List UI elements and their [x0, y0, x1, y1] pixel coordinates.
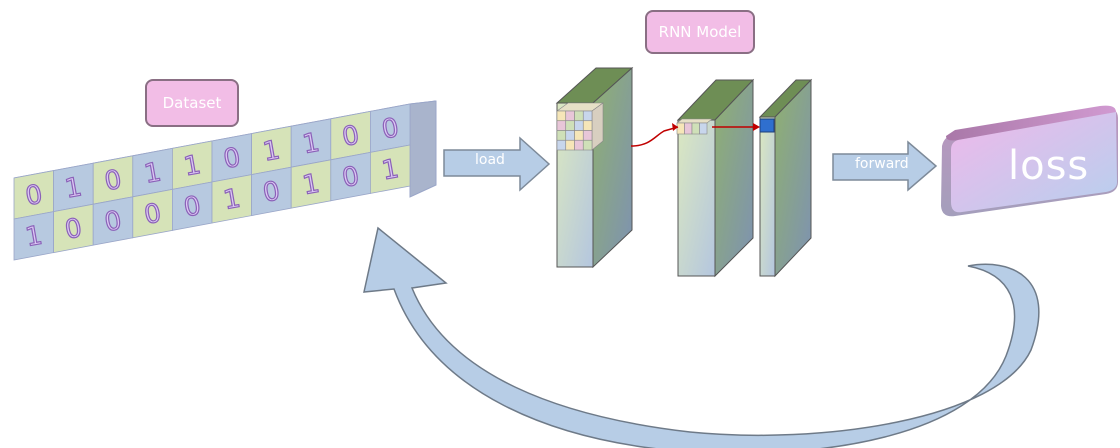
dataset-digit: 0 [63, 213, 85, 245]
hidden-kernel-cell [691, 122, 700, 135]
kernel-cell [574, 110, 584, 122]
load-label: load [475, 152, 505, 168]
kernel-cell [556, 110, 567, 122]
dataset-digit: 1 [221, 184, 243, 216]
dataset-digit: 1 [142, 157, 164, 189]
rnn-layer-1 [555, 66, 634, 269]
rnn-model [555, 66, 813, 278]
kernel-cell [582, 130, 593, 141]
kernel-cell [582, 110, 593, 122]
dataset-digit: 1 [300, 169, 322, 201]
kernel-cell [556, 139, 567, 151]
dataset-digit: 1 [300, 128, 322, 160]
input-kernel-grid [556, 102, 604, 151]
forward-arrow [832, 140, 938, 192]
dataset-right-face [409, 100, 437, 198]
rnn-layer-3 [758, 78, 813, 278]
loss-block [941, 105, 1118, 217]
hidden-kernel-cell [676, 122, 685, 135]
dataset-digit: 0 [142, 198, 164, 230]
hidden-kernel-cell [684, 122, 693, 135]
forward-label: forward [855, 156, 909, 172]
kernel-cell [565, 110, 575, 122]
rnn-layer-2 [676, 78, 755, 278]
dataset-digit: 1 [182, 150, 204, 182]
dataset-digit: 0 [340, 120, 362, 152]
backward-arrow [363, 226, 1040, 448]
kernel-cell [582, 139, 593, 151]
kernel-cell [565, 130, 575, 141]
rnn-model-label: RNN Model [645, 10, 755, 54]
connector-2-3-head [753, 123, 760, 131]
output-cell [759, 118, 775, 133]
dataset-digit: 0 [102, 206, 124, 238]
hidden-kernel-row [676, 118, 713, 135]
dataset-label: Dataset [145, 79, 239, 127]
dataset-digit: 0 [380, 113, 402, 145]
dataset-digit: 0 [340, 161, 362, 193]
connector-1-2 [630, 126, 679, 147]
hidden-kernel-top [676, 118, 713, 124]
dataset-cell [369, 144, 411, 194]
dataset-digit: 0 [182, 191, 204, 223]
dataset-digit: 0 [23, 180, 45, 212]
kernel-cell [574, 120, 584, 131]
dataset-digit: 1 [380, 154, 402, 186]
loss-label: loss [1008, 143, 1090, 189]
dataset-cells [13, 103, 411, 261]
backward-label: backward [728, 416, 796, 432]
dataset-digit: 1 [261, 135, 283, 167]
kernel-cell [574, 130, 584, 141]
hidden-kernel-cell [699, 122, 708, 135]
dataset-digit: 0 [102, 165, 124, 197]
kernel-cell [574, 139, 584, 151]
kernel-cell [565, 120, 575, 131]
connector-1-2-head [672, 123, 678, 131]
load-arrow [443, 136, 551, 192]
dataset-digit: 1 [63, 172, 85, 204]
kernel-cell [556, 120, 567, 131]
dataset-digit: 1 [23, 221, 45, 253]
kernel-cell [556, 130, 567, 141]
kernel-cell [565, 139, 575, 151]
dataset-digit: 0 [261, 176, 283, 208]
dataset-digit: 0 [221, 143, 243, 175]
kernel-cell [582, 120, 593, 131]
